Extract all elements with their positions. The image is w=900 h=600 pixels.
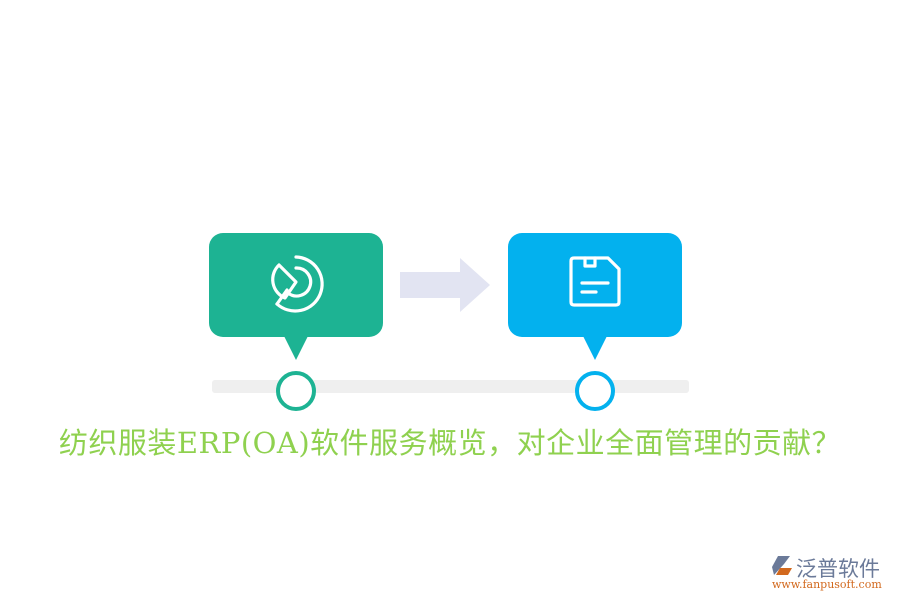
step-2-card bbox=[508, 233, 682, 337]
timeline-node-1 bbox=[276, 371, 316, 411]
save-document-icon bbox=[565, 255, 625, 315]
logo-url: www.fanpusoft.com bbox=[772, 578, 882, 591]
step-1-pointer bbox=[284, 336, 308, 360]
step-2-pointer bbox=[583, 336, 607, 360]
logo-name: 泛普软件 bbox=[796, 557, 880, 581]
step-1-card bbox=[209, 233, 383, 337]
arrow-right-icon bbox=[400, 258, 492, 316]
brand-logo: 泛普软件 www.fanpusoft.com bbox=[770, 553, 895, 593]
logo-mark-icon bbox=[770, 555, 796, 581]
timeline-node-2 bbox=[575, 371, 615, 411]
pie-chart-icon bbox=[263, 252, 329, 318]
page-title: 纺织服装ERP(OA)软件服务概览，对企业全面管理的贡献？ bbox=[58, 426, 842, 460]
timeline-track bbox=[212, 380, 689, 393]
